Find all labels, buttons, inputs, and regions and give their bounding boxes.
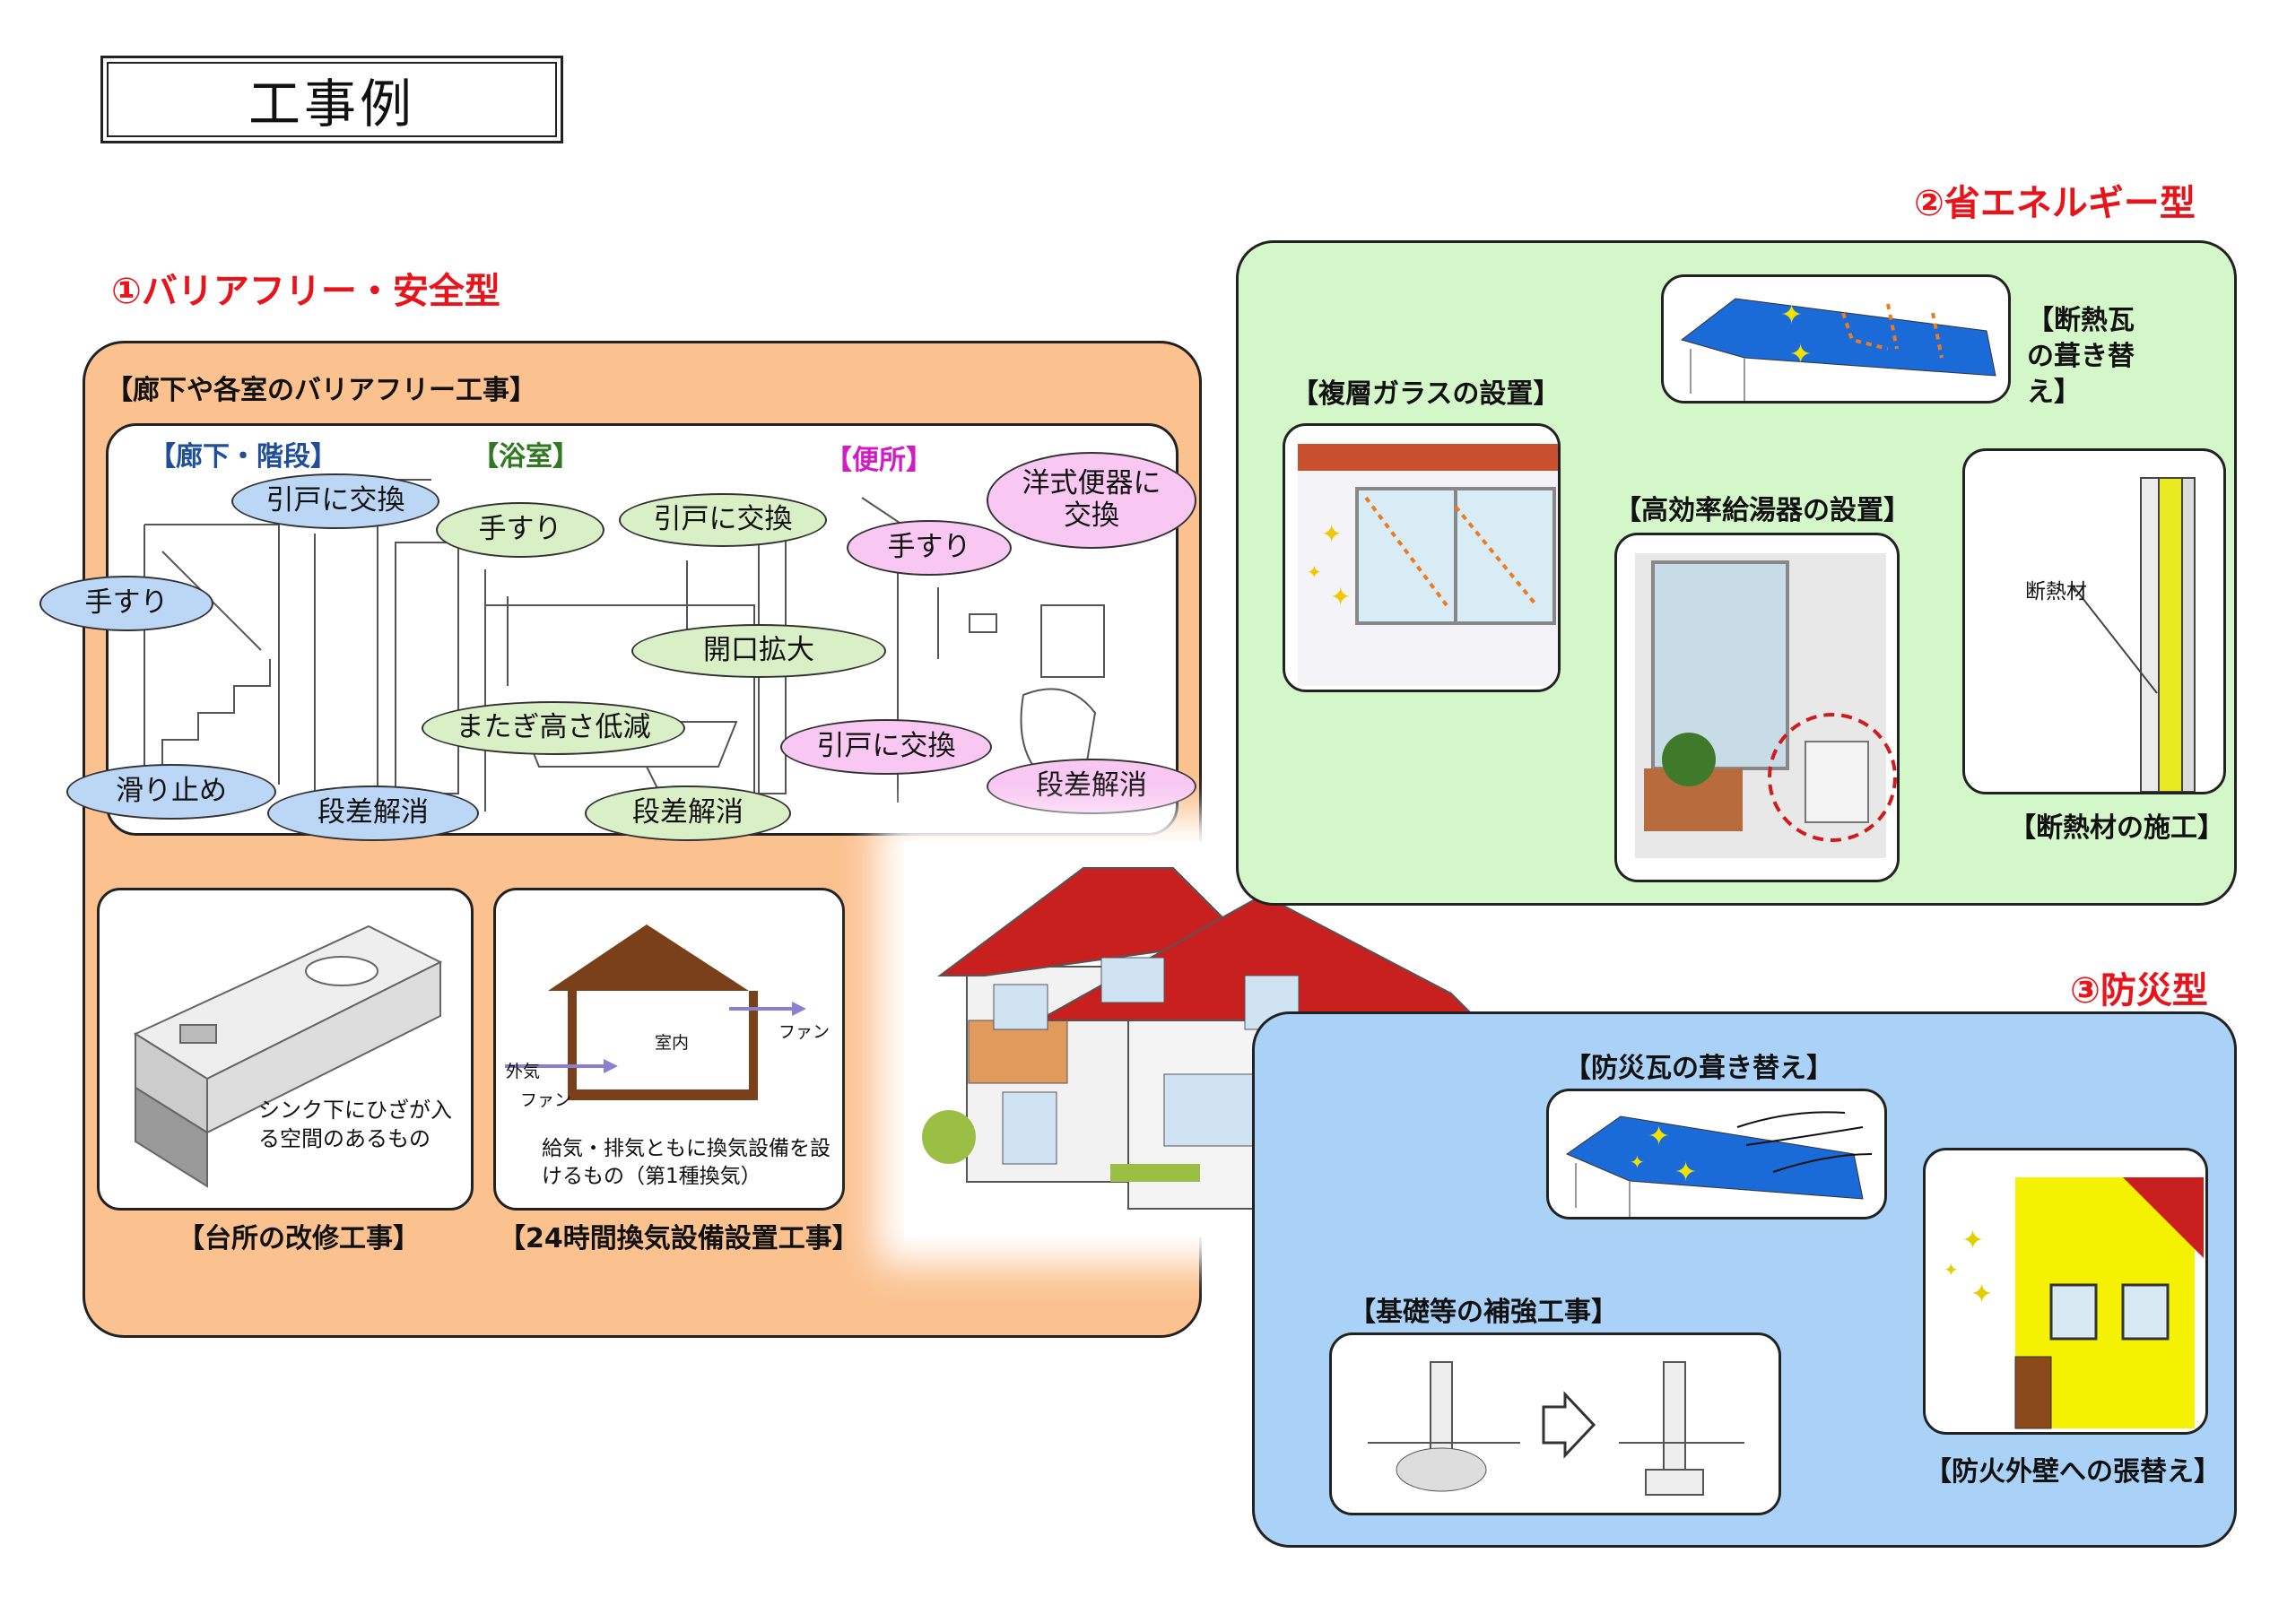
ventilation-caption: 【24時間換気設備設置工事】 <box>499 1223 859 1254</box>
kitchen-note: シンク下にひざが入る空間のあるもの <box>258 1098 452 1152</box>
water-heater-heading: 【高効率給湯器の設置】 <box>1614 495 1910 526</box>
insulation-heading: 【断熱材の施工】 <box>2009 812 2224 844</box>
ventilation-box <box>493 888 845 1211</box>
svg-text:✦: ✦ <box>1674 1157 1697 1188</box>
svg-text:✦: ✦ <box>1648 1121 1670 1152</box>
svg-text:✦: ✦ <box>1780 299 1803 331</box>
toilet-heading: 【便所】 <box>825 445 933 476</box>
bubble-hall-handrail: 手すり <box>39 576 213 631</box>
section-title-disaster: ③防災型 <box>2070 970 2208 1011</box>
vent-label-fan-in: ファン <box>520 1090 572 1110</box>
bubble-bath-step: 段差解消 <box>585 785 791 841</box>
vent-label-fan-out: ファン <box>778 1022 831 1042</box>
insulation-illustration <box>2072 477 2196 792</box>
vent-label-outside-air: 外気 <box>506 1062 541 1081</box>
svg-text:✦: ✦ <box>1630 1151 1645 1173</box>
svg-text:✦: ✦ <box>1944 1259 1959 1280</box>
section-title-barrier-free: ①バリアフリー・安全型 <box>111 271 500 312</box>
kitchen-illustration <box>133 924 443 1188</box>
roof-tiles-illustration: ✦ ✦ <box>1680 298 1996 401</box>
foundation-heading: 【基礎等の補強工事】 <box>1349 1297 1618 1328</box>
water-heater-box <box>1614 533 1900 882</box>
disaster-tiles-illustration: ✦ ✦ ✦ <box>1565 1111 1873 1217</box>
ventilation-note: 給気・排気ともに換気設備を設けるもの（第1種換気） <box>542 1137 831 1189</box>
svg-text:✦: ✦ <box>1307 561 1322 583</box>
hallway-works-heading: 【廊下や各室のバリアフリー工事】 <box>106 375 536 406</box>
bubble-toilet-sliding-door: 引戸に交換 <box>780 719 992 775</box>
ventilation-illustration <box>505 924 806 1100</box>
hallway-stairs-heading: 【廊下・階段】 <box>149 441 337 473</box>
insulation-box <box>1962 448 2226 794</box>
fire-wall-box: ✦ ✦ ✦ <box>1923 1148 2208 1435</box>
bubble-bath-sliding-door: 引戸に交換 <box>619 493 827 547</box>
disaster-tiles-box: ✦ ✦ ✦ <box>1546 1089 1887 1219</box>
vent-label-room: 室内 <box>655 1033 690 1053</box>
foundation-box <box>1329 1332 1781 1515</box>
bubble-bath-widen-opening: 開口拡大 <box>631 624 886 678</box>
disaster-tiles-heading: 【防災瓦の葺き替え】 <box>1564 1053 1833 1084</box>
kitchen-caption: 【台所の改修工事】 <box>178 1223 420 1254</box>
water-heater-illustration <box>1635 553 1897 858</box>
page-title: 工事例 <box>100 56 563 143</box>
kitchen-box <box>97 888 474 1211</box>
bubble-bath-lower-rim: またぎ高さ低減 <box>422 701 685 755</box>
bathroom-heading: 【浴室】 <box>472 441 579 473</box>
double-glazing-box: ✦ ✦ ✦ <box>1283 423 1561 692</box>
bubble-toilet-western: 洋式便器に 交換 <box>987 452 1196 549</box>
bubble-toilet-step: 段差解消 <box>987 759 1196 814</box>
fire-wall-heading: 【防火外壁への張替え】 <box>1925 1456 2221 1488</box>
svg-text:✦: ✦ <box>1961 1225 1984 1256</box>
svg-text:✦: ✦ <box>1970 1279 1993 1310</box>
bubble-hall-sliding-door: 引戸に交換 <box>231 473 439 529</box>
svg-text:✦: ✦ <box>1321 519 1342 549</box>
fire-wall-illustration: ✦ ✦ ✦ <box>1944 1177 2204 1429</box>
double-glazing-illustration: ✦ ✦ ✦ <box>1298 444 1558 686</box>
roof-tiles-heading: 【断熱瓦の葺き替え】 <box>2027 305 2135 408</box>
bubble-hall-step: 段差解消 <box>267 785 479 841</box>
insulation-label: 断熱材 <box>2025 580 2087 603</box>
bubble-hall-non-slip: 滑り止め <box>66 764 276 820</box>
svg-text:✦: ✦ <box>1789 339 1812 370</box>
roof-tiles-box: ✦ ✦ <box>1661 274 2011 404</box>
section-title-energy: ②省エネルギー型 <box>1914 183 2196 224</box>
bubble-toilet-handrail: 手すり <box>847 520 1012 576</box>
svg-text:✦: ✦ <box>1330 582 1351 612</box>
double-glazing-heading: 【複層ガラスの設置】 <box>1292 378 1561 410</box>
foundation-illustration <box>1368 1361 1744 1496</box>
bubble-bath-handrail: 手すり <box>436 502 604 558</box>
